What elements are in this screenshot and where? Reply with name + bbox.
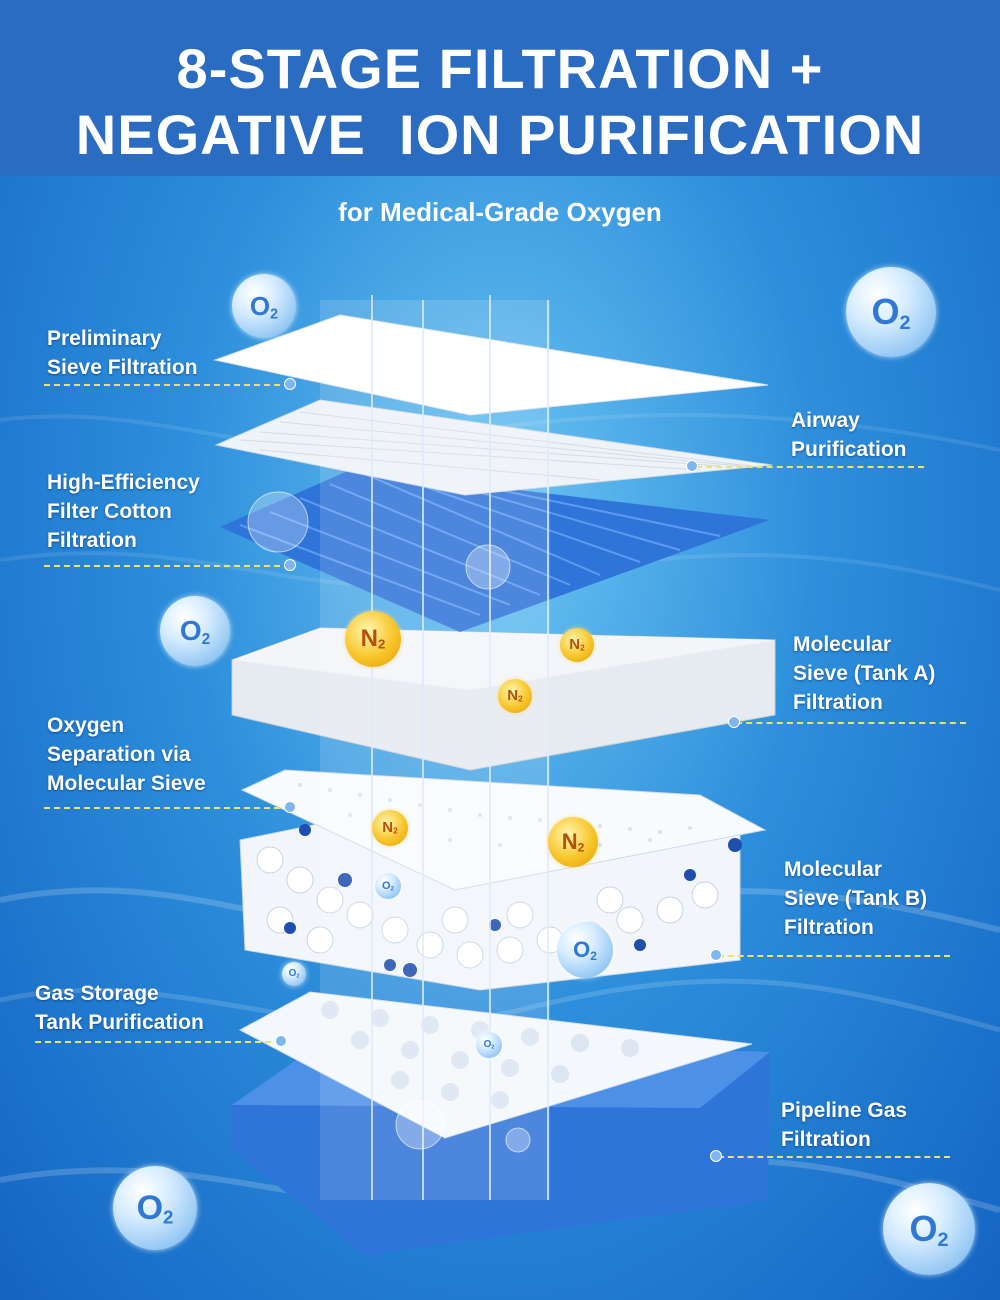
leader-dot (710, 1150, 722, 1162)
nitrogen-molecule: N2 (498, 679, 532, 713)
leader-dot (275, 1035, 287, 1047)
title-line-1: 8-STAGE FILTRATION + (176, 37, 824, 100)
leader-dot (710, 949, 722, 961)
nitrogen-molecule: N2 (372, 810, 408, 846)
nitrogen-molecule: N2 (560, 628, 594, 662)
nitrogen-molecule: N2 (548, 817, 598, 867)
leader-dot (728, 716, 740, 728)
subtitle: for Medical-Grade Oxygen (338, 197, 662, 227)
title-banner: 8-STAGE FILTRATION + NEGATIVE ION PURIFI… (0, 0, 1000, 176)
oxygen-bubble: O2 (282, 962, 306, 986)
leader-dot (284, 559, 296, 571)
oxygen-bubble: O2 (846, 267, 936, 357)
leader-dot (686, 460, 698, 472)
high-efficiency-filter-cotton-layer (220, 470, 770, 632)
leader-dot (284, 801, 296, 813)
oxygen-bubble: O2 (557, 922, 613, 978)
leader-dot (284, 378, 296, 390)
gas-storage-tank-filter-layer (238, 991, 753, 1139)
leader-line (44, 565, 290, 567)
airway-purification-mesh-layer (214, 399, 773, 496)
nitrogen-molecule: N2 (345, 611, 401, 667)
oxygen-bubble: O2 (232, 274, 296, 338)
leader-line (696, 466, 924, 468)
oxygen-bubble: O2 (375, 873, 401, 899)
leader-line (736, 722, 966, 724)
leader-line (718, 955, 950, 957)
oxygen-bubble: O2 (883, 1183, 975, 1275)
oxygen-bubble: O2 (476, 1032, 502, 1058)
leader-line (44, 807, 290, 809)
leader-line (718, 1156, 950, 1158)
leader-line (44, 384, 290, 386)
leader-line (35, 1041, 281, 1043)
preliminary-sieve-layer (213, 314, 769, 416)
oxygen-bubble: O2 (113, 1166, 197, 1250)
oxygen-bubble: O2 (160, 596, 230, 666)
title-line-2: NEGATIVE ION PURIFICATION (75, 103, 925, 166)
